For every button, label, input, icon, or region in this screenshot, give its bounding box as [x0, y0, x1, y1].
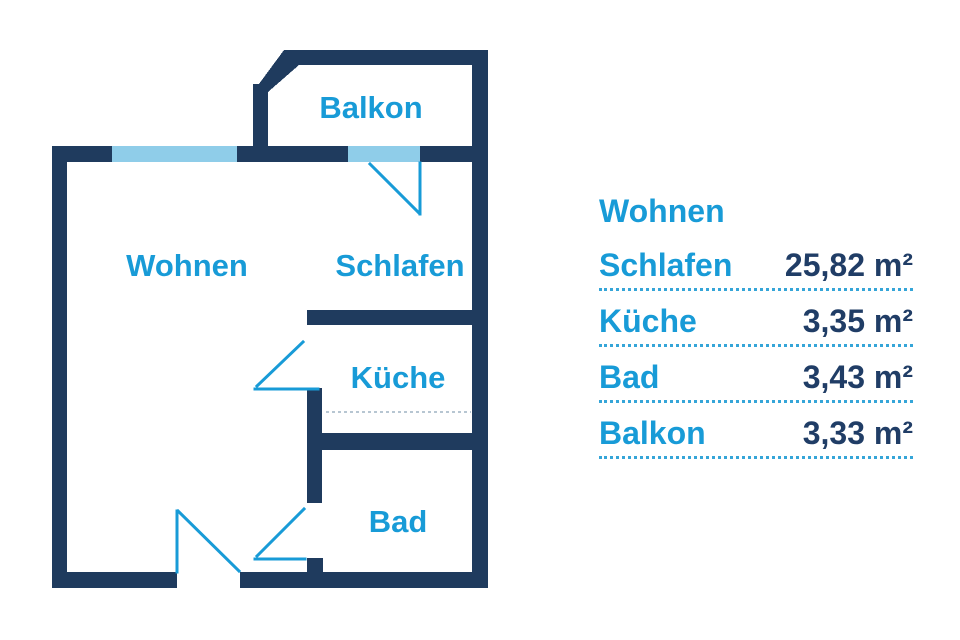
balcony-door-swing — [367, 161, 422, 216]
wall-bottom-left-segment — [52, 572, 177, 588]
area-row-label: Bad — [599, 359, 660, 395]
room-label-schlafen: Schlafen — [335, 248, 465, 283]
wall-bad-door-stub — [307, 558, 323, 572]
area-row-balkon: Balkon 3,33 m² — [599, 414, 913, 459]
area-row-schlafen: Schlafen 25,82 m² — [599, 246, 913, 291]
kueche-door-swing — [253, 339, 320, 391]
window-balcony-door — [348, 146, 420, 162]
door-symbols — [175, 161, 422, 574]
area-row-label: Küche — [599, 303, 697, 339]
wall-schlafen-kueche-divider — [307, 310, 472, 325]
room-label-balkon: Balkon — [319, 90, 423, 125]
area-row-value: 3,35 m² — [802, 303, 913, 339]
area-row-kueche: Küche 3,35 m² — [599, 302, 913, 347]
wall-kueche-bad-divider — [307, 433, 472, 450]
wall-balcony-diagonal — [253, 50, 299, 92]
area-row-label: Balkon — [599, 415, 706, 451]
area-row-label: Schlafen — [599, 247, 733, 283]
area-row-value: 3,43 m² — [802, 359, 913, 395]
room-label-kueche: Küche — [350, 360, 446, 395]
room-label-bad: Bad — [368, 504, 428, 539]
entry-door-swing — [175, 508, 242, 574]
window-wohnen — [112, 146, 237, 162]
wall-left — [52, 146, 67, 587]
wall-balcony-left — [253, 84, 268, 162]
wall-balcony-top — [286, 50, 488, 65]
wall-right — [472, 50, 488, 588]
area-table-heading: Wohnen — [599, 193, 725, 229]
windows — [112, 146, 420, 162]
area-table: Wohnen Schlafen 25,82 m² Küche 3,35 m² B… — [599, 192, 913, 470]
room-label-wohnen: Wohnen — [126, 248, 248, 283]
wall-bottom-right-segment — [240, 572, 488, 588]
bad-door-swing — [253, 506, 307, 561]
area-row-bad: Bad 3,43 m² — [599, 358, 913, 403]
area-row-value: 3,33 m² — [802, 415, 913, 451]
area-row-value: 25,82 m² — [784, 247, 913, 283]
